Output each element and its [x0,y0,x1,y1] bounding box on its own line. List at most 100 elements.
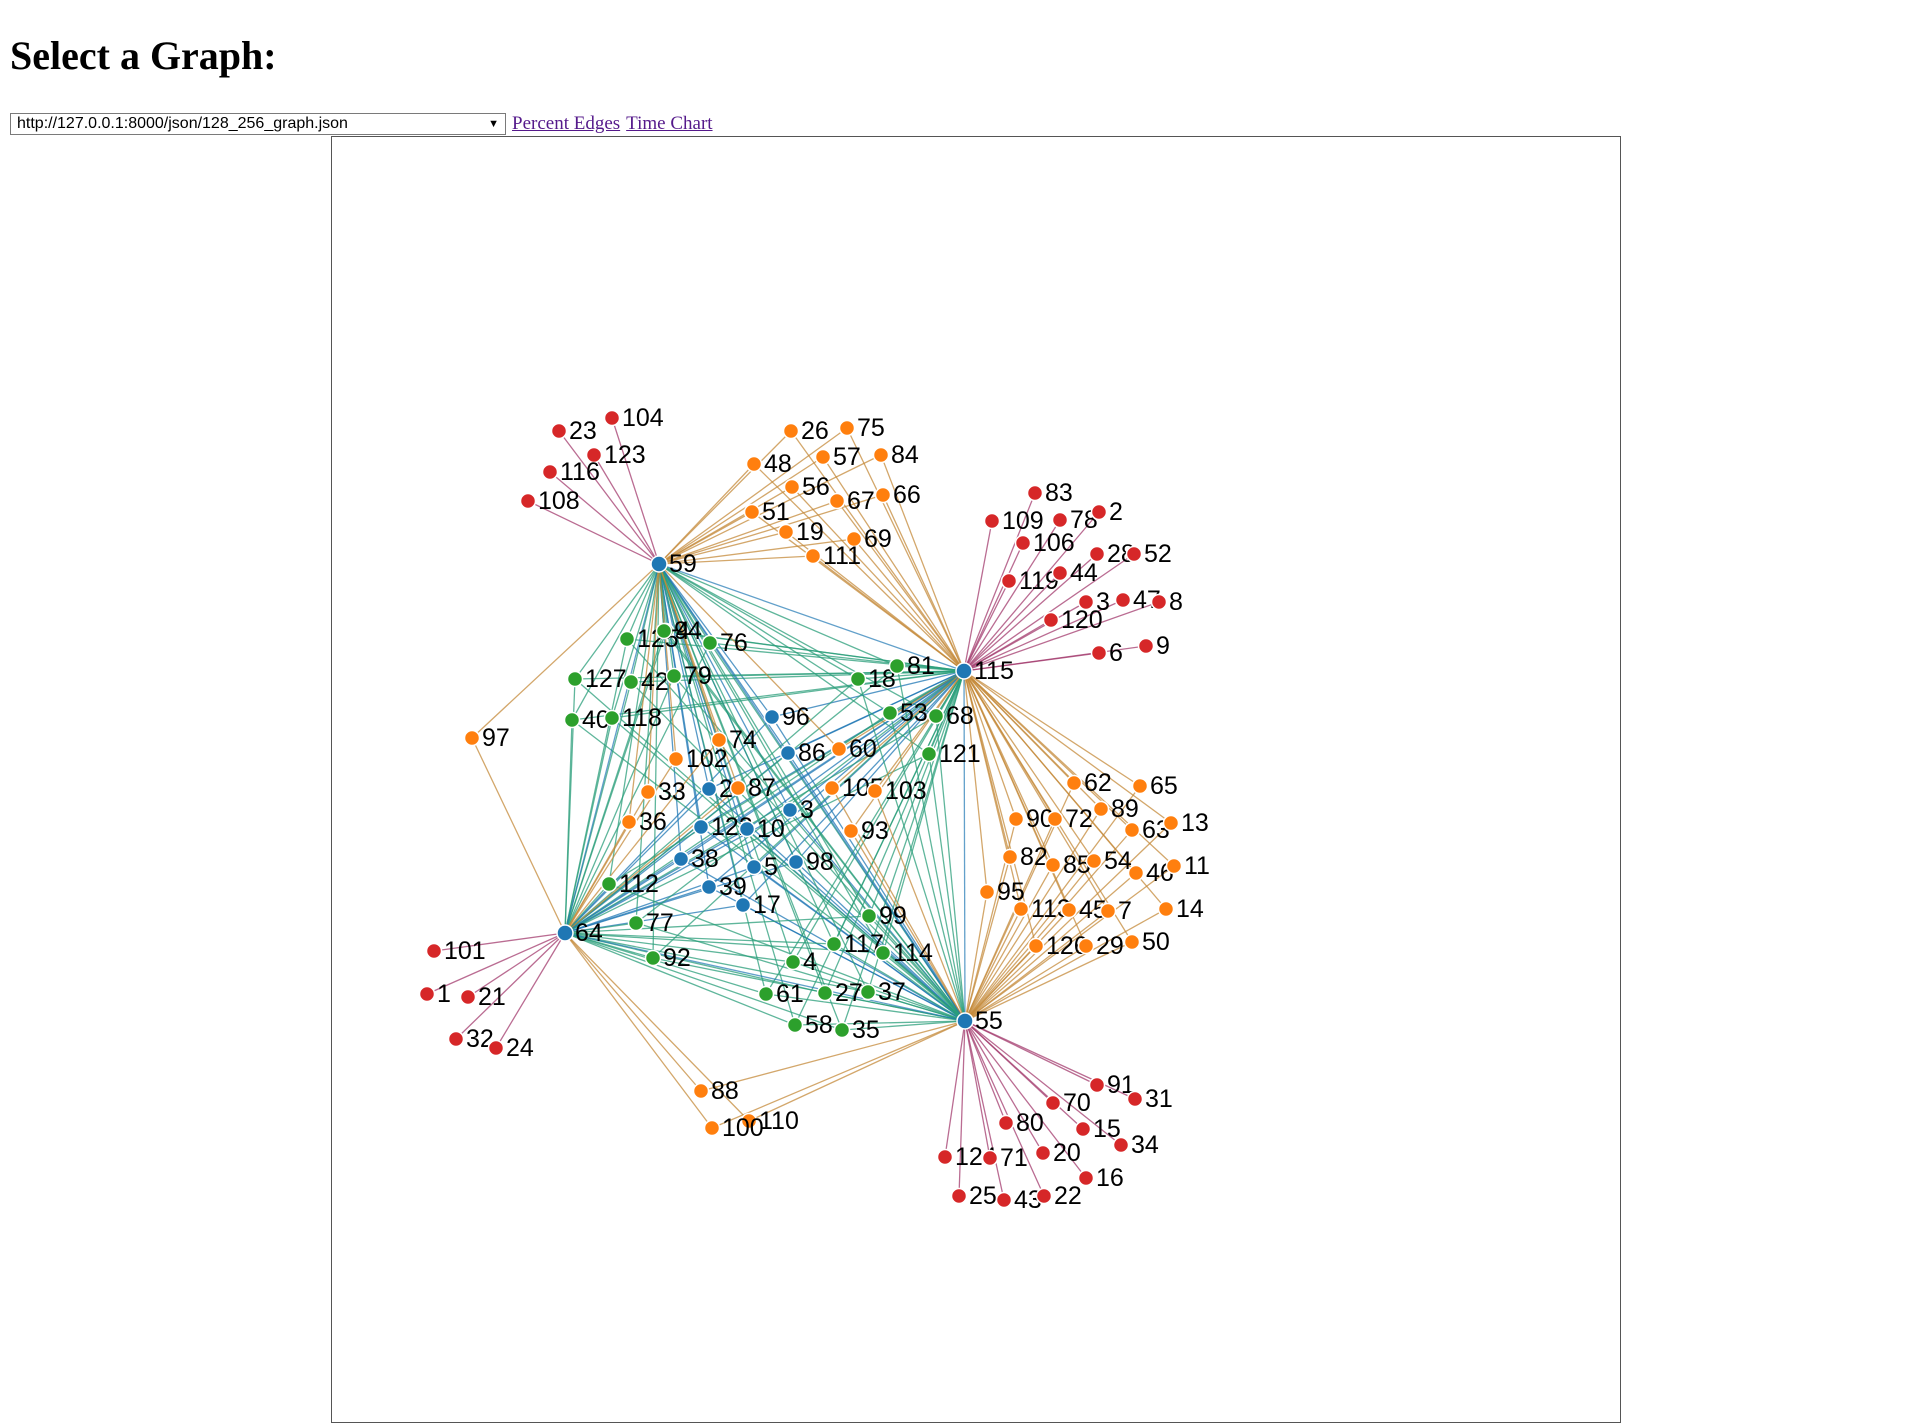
graph-node[interactable]: 52 [1125,540,1172,568]
node-dot[interactable] [487,1039,505,1057]
graph-node[interactable]: 103 [866,777,927,805]
node-dot[interactable] [842,822,860,840]
graph-node[interactable]: 108 [519,487,580,515]
node-dot[interactable] [734,896,752,914]
node-dot[interactable] [997,1114,1015,1132]
graph-node[interactable]: 72 [1046,805,1093,833]
graph-node[interactable]: 99 [860,902,907,930]
graph-node[interactable]: 39 [700,873,747,901]
node-dot[interactable] [585,446,603,464]
node-dot[interactable] [874,486,892,504]
node-dot[interactable] [1092,800,1110,818]
node-dot[interactable] [956,1012,974,1030]
node-dot[interactable] [1150,593,1168,611]
graph-node[interactable]: 115 [955,657,1014,685]
node-dot[interactable] [1125,545,1143,563]
graph-node[interactable]: 75 [838,414,885,442]
node-dot[interactable] [1123,821,1141,839]
graph-node[interactable]: 65 [1131,772,1178,800]
node-dot[interactable] [1088,545,1106,563]
node-dot[interactable] [779,744,797,762]
graph-node[interactable]: 92 [644,944,691,972]
node-dot[interactable] [740,1112,758,1130]
graph-node[interactable]: 22 [1035,1182,1082,1210]
node-dot[interactable] [618,630,636,648]
node-dot[interactable] [849,670,867,688]
graph-node[interactable]: 61 [757,980,804,1008]
node-dot[interactable] [828,492,846,510]
node-dot[interactable] [743,503,761,521]
node-dot[interactable] [1127,864,1145,882]
node-dot[interactable] [1090,644,1108,662]
node-dot[interactable] [1046,810,1064,828]
node-dot[interactable] [541,463,559,481]
graph-node[interactable]: 87 [729,774,776,802]
node-dot[interactable] [600,875,618,893]
node-dot[interactable] [556,924,574,942]
node-dot[interactable] [983,512,1001,530]
graph-node[interactable]: 66 [874,481,921,509]
node-dot[interactable] [459,988,477,1006]
graph-node[interactable]: 77 [627,909,674,937]
node-dot[interactable] [425,942,443,960]
node-dot[interactable] [745,455,763,473]
node-dot[interactable] [995,1191,1013,1209]
graph-node[interactable]: 100 [703,1114,764,1142]
node-dot[interactable] [936,1148,954,1166]
node-dot[interactable] [655,622,673,640]
graph-node[interactable]: 34 [1112,1131,1159,1159]
node-dot[interactable] [1137,637,1155,655]
graph-node[interactable]: 29 [1077,932,1124,960]
node-dot[interactable] [1065,774,1083,792]
graph-node[interactable]: 84 [872,441,919,469]
node-dot[interactable] [825,935,843,953]
node-dot[interactable] [701,634,719,652]
node-dot[interactable] [1026,484,1044,502]
graph-node[interactable]: 57 [814,443,861,471]
graph-node[interactable]: 3 [1077,588,1110,616]
graph-node[interactable]: 7 [1099,897,1132,925]
node-dot[interactable] [1112,1136,1130,1154]
node-dot[interactable] [1099,902,1117,920]
node-dot[interactable] [620,813,638,831]
node-dot[interactable] [784,953,802,971]
node-dot[interactable] [650,555,668,573]
node-dot[interactable] [1035,1187,1053,1205]
node-dot[interactable] [644,949,662,967]
node-dot[interactable] [920,745,938,763]
graph-node[interactable]: 69 [845,525,892,553]
node-dot[interactable] [1074,1120,1092,1138]
graph-node[interactable]: 2 [1090,498,1123,526]
graph-node[interactable]: 104 [603,404,664,432]
graph-node[interactable]: 18 [849,665,896,693]
graph-node[interactable]: 54 [1085,847,1132,875]
node-dot[interactable] [1131,777,1149,795]
node-dot[interactable] [955,662,973,680]
graph-node[interactable]: 15 [1074,1115,1121,1143]
node-dot[interactable] [1077,937,1095,955]
node-dot[interactable] [566,670,584,688]
graph-node[interactable]: 118 [603,704,662,732]
node-dot[interactable] [978,883,996,901]
node-dot[interactable] [1077,593,1095,611]
graph-node[interactable]: 11 [1165,852,1210,880]
graph-node[interactable]: 55 [956,1007,1003,1035]
node-dot[interactable] [738,820,756,838]
node-dot[interactable] [874,944,892,962]
node-dot[interactable] [866,782,884,800]
node-dot[interactable] [703,1119,721,1137]
node-dot[interactable] [1088,1076,1106,1094]
graph-node[interactable]: 94 [655,617,702,645]
node-dot[interactable] [859,983,877,1001]
graph-select[interactable]: http://127.0.0.1:8000/json/128_256_graph… [10,113,506,135]
graph-node[interactable]: 76 [701,629,748,657]
graph-node[interactable]: 96 [763,703,810,731]
graph-node[interactable]: 26 [782,417,829,445]
node-dot[interactable] [838,419,856,437]
graph-node[interactable]: 124 [936,1143,997,1171]
node-dot[interactable] [823,779,841,797]
graph-node[interactable]: 5 [745,853,778,881]
graph-node[interactable]: 111 [804,542,862,570]
graph-node[interactable]: 70 [1044,1089,1091,1117]
node-dot[interactable] [927,707,945,725]
